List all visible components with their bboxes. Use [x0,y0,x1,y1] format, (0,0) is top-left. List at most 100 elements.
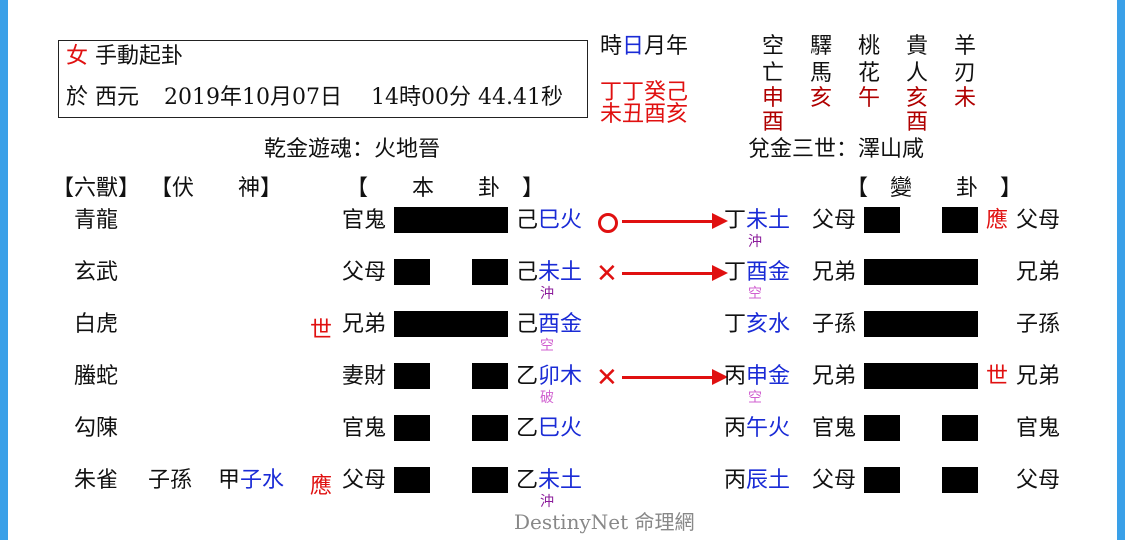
bian-shi-ying-mark: 世 [986,364,1009,389]
shensha-label-bottom: 人 [906,61,929,86]
six-beast: 白虎 [74,312,119,337]
shensha-value-2: 酉 [906,110,929,135]
bian-yao-stem: 丁 [724,312,747,337]
shensha-label-top: 貴 [906,34,929,59]
yao-branch: 未土 [538,260,583,285]
bian-yao-ganzhi: 丁亥水 [724,312,790,338]
bian-yin-line-right [942,467,978,493]
six-relation: 兄弟 [342,312,387,337]
yin-line-right [472,363,508,389]
date-prefix: 於 西元 [66,85,139,110]
yao-branch: 酉金 [538,312,583,337]
header-fushen: 【伏 神】 [150,176,283,201]
header-bian-gua: 【 變 卦 】 [846,176,1023,201]
bian-six-relation: 父母 [812,208,857,233]
pillar-labels: 時日月年 [600,34,688,60]
date-value: 2019年10月07日 [164,85,342,110]
shensha-label-top: 桃 [858,34,881,59]
shensha-label-bottom: 馬 [810,61,833,86]
yao-branch: 巳火 [538,416,583,441]
six-relation: 父母 [342,468,387,493]
six-relation: 父母 [342,260,387,285]
shensha-label-top: 驛 [810,34,833,59]
footer-brand: DestinyNet 命理網 [514,510,694,534]
pillar-stems: 丁丁癸己 [600,80,689,105]
yin-line-right [472,415,508,441]
yao-status-note: 空 [540,338,554,354]
method: 手動起卦 [95,44,184,69]
pillar-label-hour: 時 [600,34,623,59]
bian-yao-stem: 丙 [724,364,747,389]
bian-six-relation-right: 子孫 [1016,312,1061,337]
yao-status-note: 破 [540,390,554,406]
info-box [58,40,588,118]
shensha-value: 未 [954,86,977,111]
change-arrow-line [622,220,716,223]
yin-line-right [472,467,508,493]
bian-gua-title: 兌金三世：澤山咸 [748,137,925,162]
six-beast: 螣蛇 [74,364,119,389]
shensha-label-bottom: 花 [858,61,881,86]
bian-yao-status-note: 沖 [748,234,762,250]
bian-yao-ganzhi: 丙午火 [724,416,790,442]
bian-yao-status-note: 空 [748,390,762,406]
fushen-relation: 子孫 [148,468,193,493]
bian-yang-line [864,363,978,389]
six-beast: 朱雀 [74,468,119,493]
pillar-label-month: 月 [644,34,667,59]
bian-yao-branch: 午火 [746,416,791,441]
pillar-label-year: 年 [666,34,689,59]
shensha-label-bottom: 亡 [762,61,785,86]
yao-stem: 乙 [516,364,539,389]
bian-yao-ganzhi: 丙申金 [724,364,790,390]
bian-yao-status-note: 空 [748,286,762,302]
bian-yao-stem: 丙 [724,468,747,493]
six-relation: 妻財 [342,364,387,389]
bian-six-relation-right: 父母 [1016,468,1061,493]
bian-yang-line [864,311,978,337]
yang-line [394,207,508,233]
bian-yin-line-left [864,207,900,233]
header-liushou: 【六獸】 [52,176,141,201]
change-arrow-head-icon [712,265,728,281]
six-beast: 青龍 [74,208,119,233]
yin-line-left [394,415,430,441]
yao-status-note: 沖 [540,286,554,302]
bian-six-relation: 兄弟 [812,364,857,389]
yao-branch: 巳火 [538,208,583,233]
yao-ganzhi: 乙巳火 [516,416,582,442]
yao-stem: 乙 [516,468,539,493]
moving-yin-cross-icon: ✕ [596,259,618,289]
bian-yin-line-left [864,415,900,441]
right-frame-border [1117,0,1125,540]
fushen-ganzhi: 甲子水 [218,468,284,494]
shensha-label-top: 空 [762,34,785,59]
yao-stem: 己 [516,260,539,285]
change-arrow-line [622,376,716,379]
left-frame-border [0,0,8,540]
yao-stem: 己 [516,208,539,233]
six-beast: 勾陳 [74,416,119,441]
pillar-branches: 未丑酉亥 [600,102,689,127]
yao-ganzhi: 乙未土 [516,468,582,494]
yin-line-left [394,467,430,493]
change-arrow-head-icon [712,213,728,229]
header-line-1: 女 手動起卦 [66,44,183,70]
bian-yao-branch: 酉金 [746,260,791,285]
moving-yang-circle-icon [598,213,618,233]
shensha-value: 亥 [810,86,833,111]
bian-yang-line [864,259,978,285]
bian-six-relation: 父母 [812,468,857,493]
pillar-label-day: 日 [622,34,645,59]
yin-line-left [394,259,430,285]
bian-yin-line-left [864,467,900,493]
time-value: 14時00分 44.41秒 [370,85,563,110]
fushen-branch: 子水 [240,468,285,493]
shensha-value: 申 [762,86,785,111]
yao-stem: 乙 [516,416,539,441]
yao-branch: 未土 [538,468,583,493]
bian-yao-branch: 申金 [746,364,791,389]
bian-six-relation-right: 兄弟 [1016,260,1061,285]
moving-yin-cross-icon: ✕ [596,363,618,393]
brand-name: DestinyNet [514,510,629,534]
